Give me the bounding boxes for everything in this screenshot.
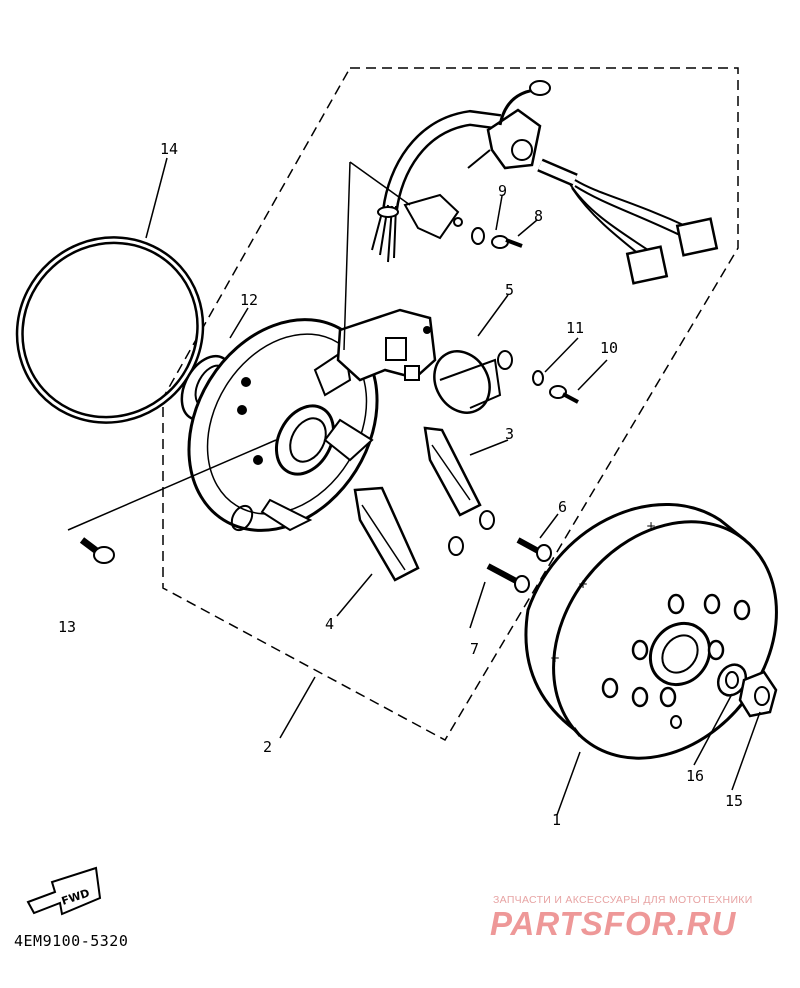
pickup-coil-bracket	[336, 308, 437, 382]
screw-8	[491, 235, 523, 249]
svg-text:+: +	[550, 651, 560, 665]
callout-11: 11	[566, 319, 584, 337]
callout-7: 7	[470, 640, 479, 658]
callout-5: 5	[505, 281, 514, 299]
source-coil-3	[423, 426, 495, 530]
callout-15: 15	[725, 792, 743, 810]
wire-harness	[371, 80, 719, 285]
callout-6: 6	[558, 498, 567, 516]
flywheel-rotor: + + +	[524, 503, 778, 760]
pickup-coil	[433, 350, 513, 414]
callout-13: 13	[58, 618, 76, 636]
screw-10	[549, 385, 579, 404]
callout-16: 16	[686, 767, 704, 785]
watermark-tagline: ЗАПЧАСТИ И АКСЕССУАРЫ ДЛЯ МОТОТЕХНИКИ	[493, 894, 753, 906]
watermark-site[interactable]: PARTSFOR.RU	[490, 905, 737, 942]
lighting-coil-4	[353, 486, 464, 582]
nut-15	[738, 670, 778, 718]
svg-text:+: +	[646, 519, 656, 533]
o-ring	[15, 236, 205, 424]
screw-6	[516, 537, 552, 562]
svg-text:+: +	[578, 577, 588, 591]
washer-11	[532, 370, 544, 386]
screw-7	[486, 563, 530, 593]
callout-2: 2	[263, 738, 272, 756]
washer-16	[716, 663, 748, 697]
stator-plate	[187, 318, 379, 532]
callout-10: 10	[600, 339, 618, 357]
screw-13	[79, 537, 115, 564]
leader-lines	[67, 157, 761, 816]
callout-14: 14	[160, 140, 178, 158]
fwd-badge: FWD	[26, 866, 102, 916]
callout-8: 8	[534, 207, 543, 225]
washer-9	[471, 227, 485, 245]
callout-4: 4	[325, 615, 334, 633]
callout-12: 12	[240, 291, 258, 309]
part-diagram-code: 4EM9100-5320	[14, 932, 129, 950]
callout-labels: 1 2 3 4 5 6 7 8 9 10 11 12 13 14 15 16	[58, 140, 743, 829]
callout-1: 1	[552, 811, 561, 829]
callout-3: 3	[505, 425, 514, 443]
callout-9: 9	[498, 182, 507, 200]
